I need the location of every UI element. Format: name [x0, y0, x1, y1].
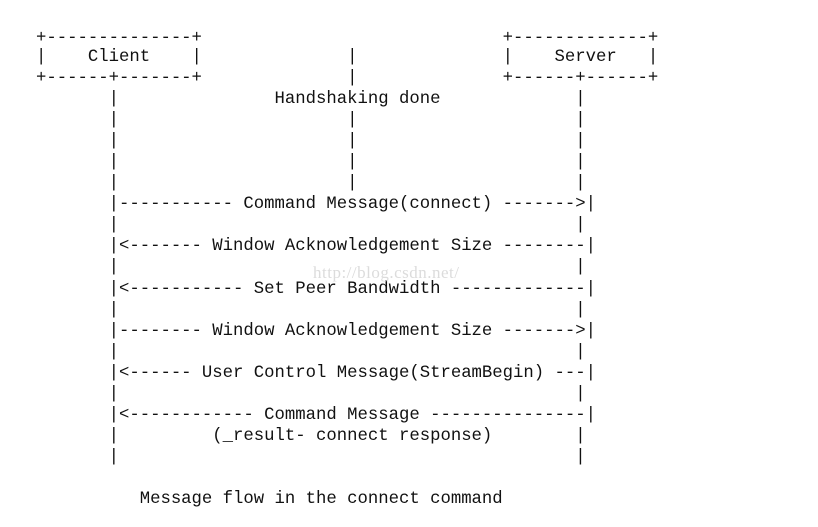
- client-server-box-bottom: +------+-------+ | +------+------+: [36, 69, 659, 88]
- client-server-labels: | Client | | | Server |: [36, 48, 659, 67]
- client-server-box-top: +--------------+ +-------------+: [36, 29, 659, 48]
- window-ack-size-arrow-to-client: |<------- Window Acknowledgement Size --…: [36, 237, 597, 256]
- set-peer-bandwidth-arrow: |<----------- Set Peer Bandwidth -------…: [36, 280, 597, 299]
- command-message-connect-arrow: |----------- Command Message(connect) --…: [36, 195, 597, 214]
- lifeline-row: | |: [36, 448, 586, 467]
- window-ack-size-arrow-to-server: |-------- Window Acknowledgement Size --…: [36, 322, 597, 341]
- lifeline-row: | | |: [36, 153, 586, 172]
- diagram-caption: Message flow in the connect command: [36, 490, 503, 509]
- lifeline-row: | | |: [36, 111, 586, 130]
- command-message-result-arrow: |<------------ Command Message ---------…: [36, 406, 597, 425]
- user-control-message-arrow: |<------ User Control Message(StreamBegi…: [36, 364, 597, 383]
- handshaking-done-label: | Handshaking done |: [36, 90, 586, 109]
- lifeline-row: | |: [36, 216, 586, 235]
- lifeline-row: | | |: [36, 132, 586, 151]
- lifeline-row: | |: [36, 385, 586, 404]
- result-connect-response-label: | (_result- connect response) |: [36, 427, 586, 446]
- lifeline-row: | |: [36, 258, 586, 277]
- lifeline-row: | |: [36, 301, 586, 320]
- lifeline-row: | |: [36, 343, 586, 362]
- lifeline-row: | | |: [36, 174, 586, 193]
- watermark-url: http://blog.csdn.net/: [313, 263, 460, 282]
